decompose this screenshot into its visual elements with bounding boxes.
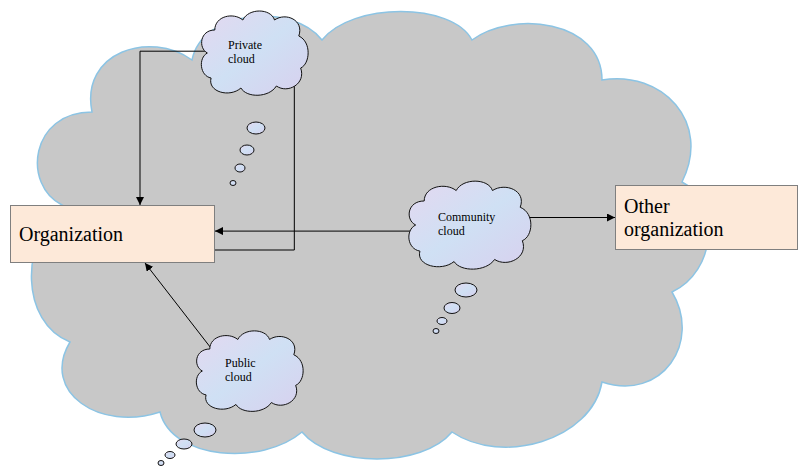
cloud-label: Public cloud	[225, 357, 273, 385]
connector-arrow	[145, 263, 215, 354]
connector-arrow	[518, 217, 615, 218]
box-label: Organization	[19, 223, 123, 246]
cloud-label: Private cloud	[228, 39, 280, 67]
organization-box: Organization	[10, 205, 215, 263]
organization-box: Other organization	[615, 185, 798, 250]
connector-arrow	[215, 71, 294, 250]
connector-arrow	[140, 51, 211, 205]
cloud-outline	[405, 178, 533, 272]
cloud-shape: Private cloud	[198, 8, 310, 98]
connector-arrow	[215, 231, 420, 232]
cloud-shape: Community cloud	[405, 178, 533, 272]
cloud-label: Community cloud	[438, 211, 500, 239]
thought-bubbles	[158, 122, 477, 466]
box-label: Other organization	[624, 195, 744, 241]
cloud-shape: Public cloud	[193, 328, 305, 414]
